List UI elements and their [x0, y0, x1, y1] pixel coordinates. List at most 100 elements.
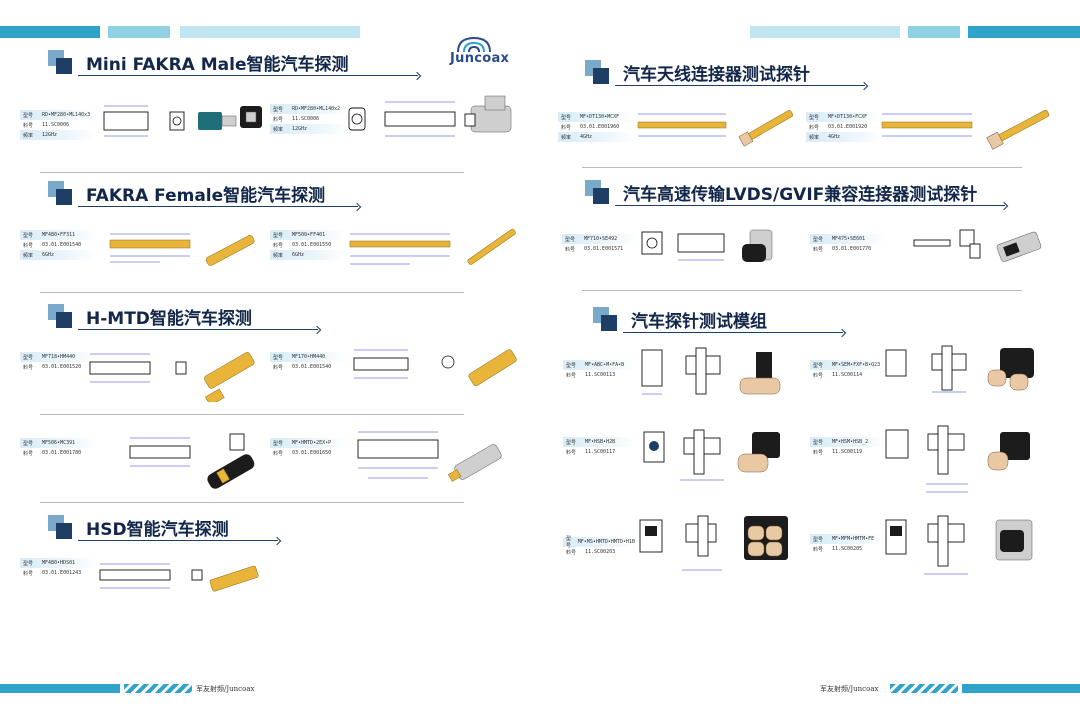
footer-stripes-right	[890, 684, 958, 693]
title-square-dark	[56, 523, 72, 539]
spec-value: 11.SC00205	[832, 546, 863, 552]
spec-key: 料号	[565, 246, 576, 253]
hmtd-3-drawing	[129, 433, 255, 489]
spec-value: 03.01.E001770	[832, 246, 872, 252]
spec-key: 料号	[273, 364, 284, 371]
title-underline	[623, 332, 843, 333]
spec-key: 频率	[273, 252, 284, 259]
hmtd-1-drawing	[89, 352, 255, 402]
spec-key: 型号	[23, 112, 34, 119]
spec-value: MF•MS•HMTD•HMTD•H1B	[577, 539, 635, 545]
title-square-dark	[56, 58, 72, 74]
spec-key: 料号	[273, 242, 284, 249]
antenna-female-drawing	[881, 109, 1050, 150]
title-square-dark	[56, 189, 72, 205]
spec-value: 11.SC0006	[42, 122, 70, 128]
spec-key: 型号	[565, 236, 576, 243]
spec-key: 频率	[273, 126, 284, 133]
spec-key: 型号	[566, 362, 577, 369]
spec-key: 型号	[23, 354, 34, 361]
spec-value: MF500•FF401	[292, 232, 326, 238]
module-2-drawing	[885, 345, 1034, 393]
lvds-2-drawing	[913, 229, 1042, 262]
spec-value: MF•HMTD•2EX•P	[292, 440, 332, 446]
spec-row-model: 型号 MF•HMTD•2EX•P	[270, 438, 346, 448]
top-bar-left-mid	[108, 26, 170, 38]
footer-bar-right	[962, 684, 1080, 693]
spec-value: 03.01.E001780	[42, 450, 82, 456]
section-heading: FAKRA Female智能汽车探测	[86, 186, 326, 206]
spec-key: 料号	[23, 570, 34, 577]
spec-key: 型号	[23, 232, 34, 239]
footer-bar-left	[0, 684, 120, 693]
title-underline	[78, 206, 358, 207]
spec-value: RD•MF280•ML140x3	[42, 112, 91, 118]
spec-value: 11.SC00117	[585, 449, 616, 455]
spec-value: 4GHz	[828, 134, 841, 140]
spec-key: 料号	[273, 450, 284, 457]
spec-value: RD•MF280•ML140x2	[292, 106, 341, 112]
spec-value: 03.01.E001540	[292, 364, 332, 370]
section-divider	[582, 290, 1022, 291]
spec-key: 型号	[813, 236, 824, 243]
spec-value: 6GHz	[42, 252, 55, 258]
spec-key: 料号	[809, 124, 820, 131]
spec-value: MF170•HM440	[292, 354, 326, 360]
section-heading: Mini FAKRA Male智能汽车探测	[86, 55, 349, 75]
spec-value: 12GHz	[292, 126, 308, 132]
spec-value: MF480•FF311	[42, 232, 76, 238]
spec-key: 型号	[273, 440, 284, 447]
title-square-dark	[601, 315, 617, 331]
spec-key: 料号	[23, 364, 34, 371]
logo-wave-icon	[457, 36, 491, 53]
section-divider	[40, 414, 464, 415]
title-underline	[615, 85, 865, 86]
spec-key: 型号	[23, 440, 34, 447]
spec-row-part: 料号 03.01.E001550	[270, 240, 346, 250]
title-square-dark	[56, 312, 72, 328]
spec-row-part: 料号 03.01.E001540	[270, 362, 346, 372]
spec-value: 03.01.E001550	[292, 242, 332, 248]
spec-key: 型号	[566, 536, 572, 549]
title-underline	[78, 75, 418, 76]
spec-key: 料号	[813, 246, 824, 253]
spec-value: 11.SC00114	[832, 372, 863, 378]
spec-value: 6GHz	[292, 252, 305, 258]
spec-key: 料号	[566, 549, 577, 556]
hsd-drawing	[99, 563, 259, 592]
module-4-drawing	[885, 425, 1030, 493]
spec-row-part: 料号 03.01.E001770	[810, 244, 886, 254]
top-bar-right-mid	[908, 26, 960, 38]
module-1-drawing	[641, 347, 781, 395]
spec-value: MF•MFM•HMTM•FE	[832, 536, 875, 542]
section-divider	[582, 167, 1022, 168]
spec-key: 型号	[813, 439, 824, 446]
spec-value: MF•HSM•HSB_2	[832, 439, 869, 445]
spec-key: 料号	[566, 449, 577, 456]
spec-value: 03.01.E001243	[42, 570, 82, 576]
